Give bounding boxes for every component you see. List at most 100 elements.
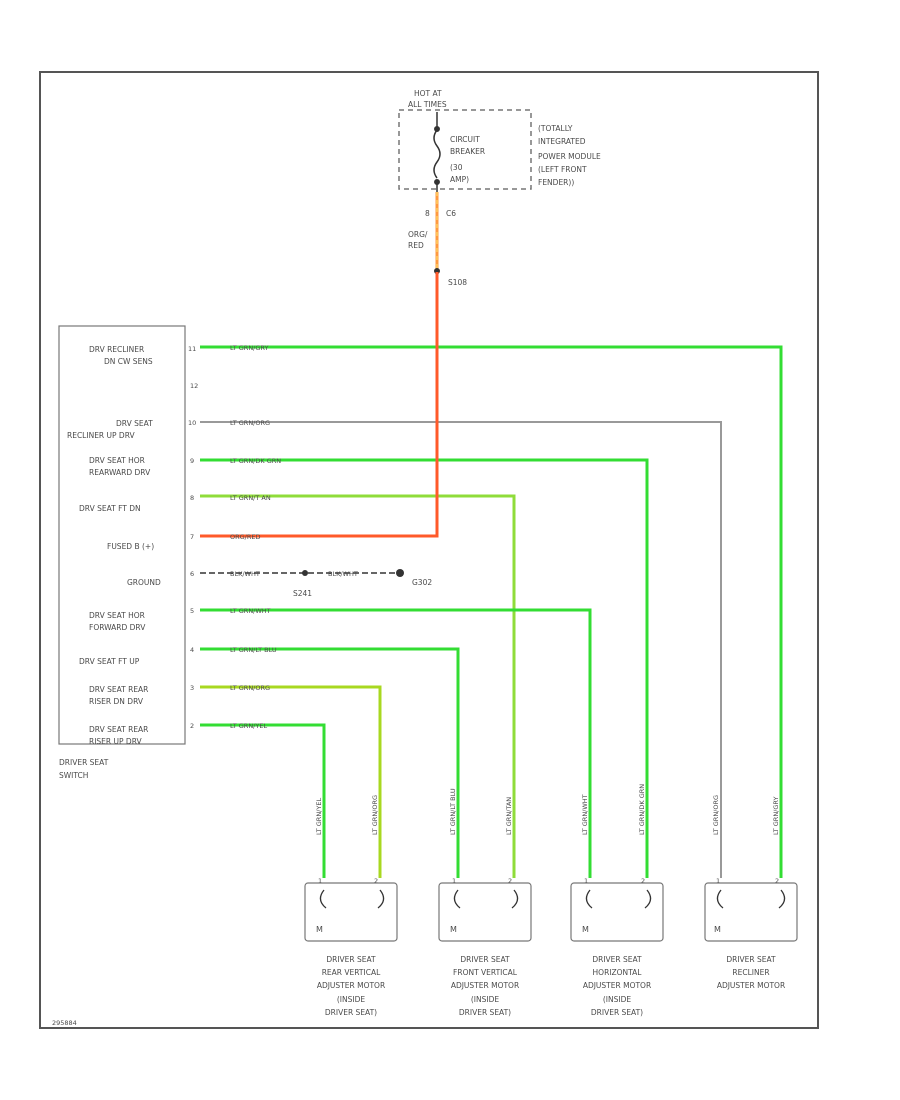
motor-2-name-4: (INSIDE (471, 995, 499, 1004)
wire-label-row-1: LT GRN/GRY (230, 344, 269, 352)
motor-2-wire-2-label: LT GRN/TAN (505, 797, 513, 835)
switch-pin-10: 10 (188, 419, 196, 427)
module-dashed-box (398, 109, 532, 190)
motor-pin-1: 1 (318, 877, 322, 885)
motor-4-wire-1-label: LT GRN/ORG (712, 795, 720, 835)
switch-pin-2: 2 (190, 722, 194, 730)
switch-row-6-label: FUSED B (+) (107, 542, 154, 551)
motor-pin-1: 1 (584, 877, 588, 885)
breaker-label-2: BREAKER (450, 147, 485, 156)
wire-label-row-9: LT GRN/LT BLU (230, 646, 277, 654)
switch-row-10-label-b: RISER DN DRV (89, 697, 144, 706)
module-label-3: POWER MODULE (538, 152, 601, 161)
motor-2-name-3: ADJUSTER MOTOR (451, 981, 519, 990)
switch-row-7-label: GROUND (127, 578, 161, 587)
motor-4-wire-2-label: LT GRN/GRY (772, 796, 780, 835)
motor-2-name-1: DRIVER SEAT (460, 955, 510, 964)
wire-top-color-1: ORG/ (408, 230, 428, 239)
splice-s241-dot (302, 570, 308, 576)
motor-1-wire-1-label: LT GRN/YEL (315, 798, 323, 835)
motor-m-symbol: M (714, 925, 721, 934)
motor-box (704, 882, 798, 942)
wire-label-row-4: LT GRN/DK GRN (230, 457, 281, 465)
switch-pin-8: 8 (190, 494, 194, 502)
switch-row-3-label-a: DRV SEAT (116, 419, 153, 428)
switch-row-8-label-a: DRV SEAT HOR (89, 611, 145, 620)
splice-s241-label: S241 (293, 589, 312, 598)
connector-c6: C6 (446, 209, 456, 218)
motor-pin-2: 2 (508, 877, 512, 885)
wire-label-ground-2: BLK/WHT (328, 570, 358, 578)
module-label-1: (TOTALLY (538, 124, 573, 133)
motor-m-symbol: M (316, 925, 323, 934)
circuit-breaker-symbol (433, 112, 441, 192)
switch-row-10-label-a: DRV SEAT REAR (89, 685, 148, 694)
motor-winding (716, 889, 786, 909)
motor-2-name-5: DRIVER SEAT) (459, 1008, 511, 1017)
wire-lt-grn-yel (200, 723, 326, 878)
motor-1-wire-2-label: LT GRN/ORG (371, 795, 379, 835)
motor-winding (585, 889, 652, 909)
switch-pin-9: 9 (190, 457, 194, 465)
switch-pin-7: 7 (190, 533, 194, 541)
wire-lt-grn-tan (200, 494, 516, 878)
motor-pin-2: 2 (374, 877, 378, 885)
wire-label-row-5: LT GRN/T AN (230, 494, 271, 502)
motor-front-vertical: 1 2 M (438, 877, 532, 942)
wire-label-row-10: LT GRN/ORG (230, 684, 270, 692)
motor-box (304, 882, 398, 942)
switch-pin-5: 5 (190, 607, 194, 615)
motor-1-name-1: DRIVER SEAT (326, 955, 376, 964)
wire-lt-grn-org-recliner (200, 421, 722, 878)
wire-lt-grn-org-rear (200, 685, 382, 878)
cavity-number: 8 (425, 209, 430, 218)
figure-id: 295884 (52, 1019, 77, 1027)
switch-pin-4: 4 (190, 646, 194, 654)
motor-winding (319, 889, 385, 909)
wire-label-row-8: LT GRN/WHT (230, 607, 271, 615)
motor-4-name-2: RECLINER (732, 968, 769, 977)
motor-m-symbol: M (582, 925, 589, 934)
motor-3-name-3: ADJUSTER MOTOR (583, 981, 651, 990)
motor-2-wire-1-label: LT GRN/LT BLU (449, 788, 457, 835)
motor-1-name-3: ADJUSTER MOTOR (317, 981, 385, 990)
module-label-2: INTEGRATED (538, 137, 586, 146)
wire-lt-grn-lt-blu (200, 647, 460, 878)
switch-row-5-label: DRV SEAT FT DN (79, 504, 141, 513)
motor-rear-vertical: 1 2 M (304, 877, 398, 942)
splice-s108-label: S108 (448, 278, 467, 287)
motor-pin-2: 2 (775, 877, 779, 885)
motor-m-symbol: M (450, 925, 457, 934)
wire-lt-grn-wht (200, 608, 592, 878)
diagram-frame (39, 71, 819, 1029)
motor-4-name-3: ADJUSTER MOTOR (717, 981, 785, 990)
motor-3-name-1: DRIVER SEAT (592, 955, 642, 964)
wire-lt-grn-dk-grn (200, 458, 649, 878)
switch-pin-12: 12 (190, 382, 198, 390)
module-label-4: (LEFT FRONT (538, 165, 587, 174)
wire-label-row-3: LT GRN/ORG (230, 419, 270, 427)
motor-winding (453, 889, 519, 909)
motor-3-wire-2-label: LT GRN/DK GRN (638, 784, 646, 835)
motor-3-name-4: (INSIDE (603, 995, 631, 1004)
switch-row-1-label-b: DN CW SENS (104, 357, 153, 366)
motor-recliner: 1 2 M (704, 877, 798, 942)
switch-row-11-label-a: DRV SEAT REAR (89, 725, 148, 734)
ground-g302-dot (396, 569, 404, 577)
switch-name-1: DRIVER SEAT (59, 758, 109, 767)
wire-top-color-2: RED (408, 241, 424, 250)
motor-pin-1: 1 (716, 877, 720, 885)
breaker-label-3: (30 (450, 163, 463, 172)
switch-pin-3: 3 (190, 684, 194, 692)
switch-row-11-label-b: RISER UP DRV (89, 737, 142, 746)
ground-g302-label: G302 (412, 578, 432, 587)
hot-at-label: HOT AT (414, 89, 442, 98)
switch-row-8-label-b: FORWARD DRV (89, 623, 146, 632)
switch-row-9-label: DRV SEAT FT UP (79, 657, 140, 666)
wire-label-row-7: BLK/WHT (230, 570, 260, 578)
motor-2-name-2: FRONT VERTICAL (453, 968, 518, 977)
motor-box (570, 882, 664, 942)
motor-3-name-5: DRIVER SEAT) (591, 1008, 643, 1017)
switch-name-2: SWITCH (59, 771, 88, 780)
